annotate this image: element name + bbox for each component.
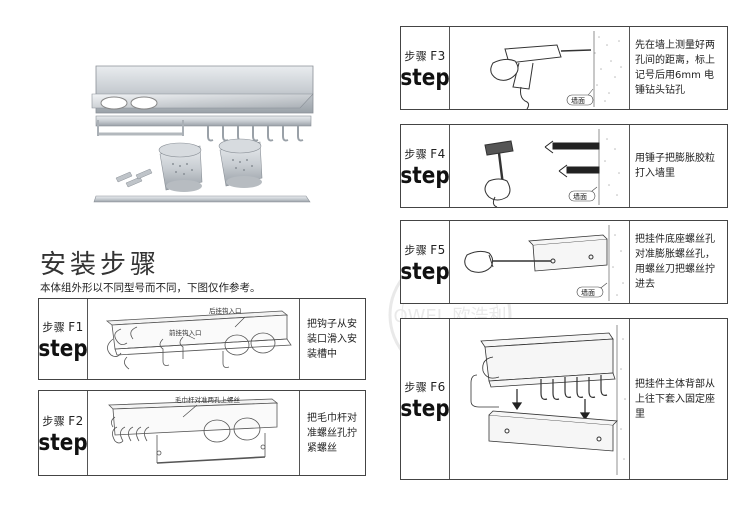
step-illustration-f1: 后挂钩入口 前挂钩入口 — [87, 299, 300, 379]
callout-towel-bar-align: 毛巾杆对准两孔上螺丝 — [175, 395, 241, 404]
step-illustration-f4: 墙面 — [449, 125, 630, 208]
step-illustration-f3: 墙面 — [449, 27, 630, 110]
step-word: step — [400, 63, 450, 91]
step-desc-f6: 把挂件主体背部从上往下套入固定座里 — [635, 378, 715, 420]
callout-front-hook-entry: 前挂钩入口 — [169, 328, 202, 337]
step-illustration-f6 — [449, 319, 630, 479]
step-word: step — [400, 161, 450, 189]
wall-label-f3: 墙面 — [571, 96, 585, 105]
step-illustration-f5: 墙面 — [449, 221, 630, 303]
step-desc-f4: 用锤子把膨胀胶粒打入墙里 — [635, 153, 715, 179]
step-word: step — [38, 334, 88, 362]
wall-label-f5: 墙面 — [581, 288, 595, 297]
callout-rear-hook-entry: 后挂钩入口 — [209, 306, 242, 315]
step-word: step — [400, 257, 450, 285]
step-word: step — [400, 394, 450, 422]
step-desc-f3: 先在墙上测量好两孔间的距离，标上记号后用6mm 电锤钻头钻孔 — [635, 40, 715, 96]
step-word: step — [38, 428, 88, 456]
step-desc-f2: 把毛巾杆对准螺丝孔拧紧螺丝 — [307, 412, 357, 454]
product-photo — [88, 58, 318, 208]
page-title: 安装步骤 — [40, 250, 161, 280]
wall-label-f4: 墙面 — [573, 192, 587, 201]
step-desc-f1: 把钩子从安装口滑入安装槽中 — [307, 318, 357, 360]
step-illustration-f2: 毛巾杆对准两孔上螺丝 — [87, 391, 300, 475]
page-subtitle: 本体组外形以不同型号而不同，下图仅作参考。 — [40, 282, 261, 294]
step-desc-f5: 把挂件底座螺丝孔对准膨胀螺丝孔，用螺丝刀把螺丝拧进去 — [635, 234, 715, 290]
